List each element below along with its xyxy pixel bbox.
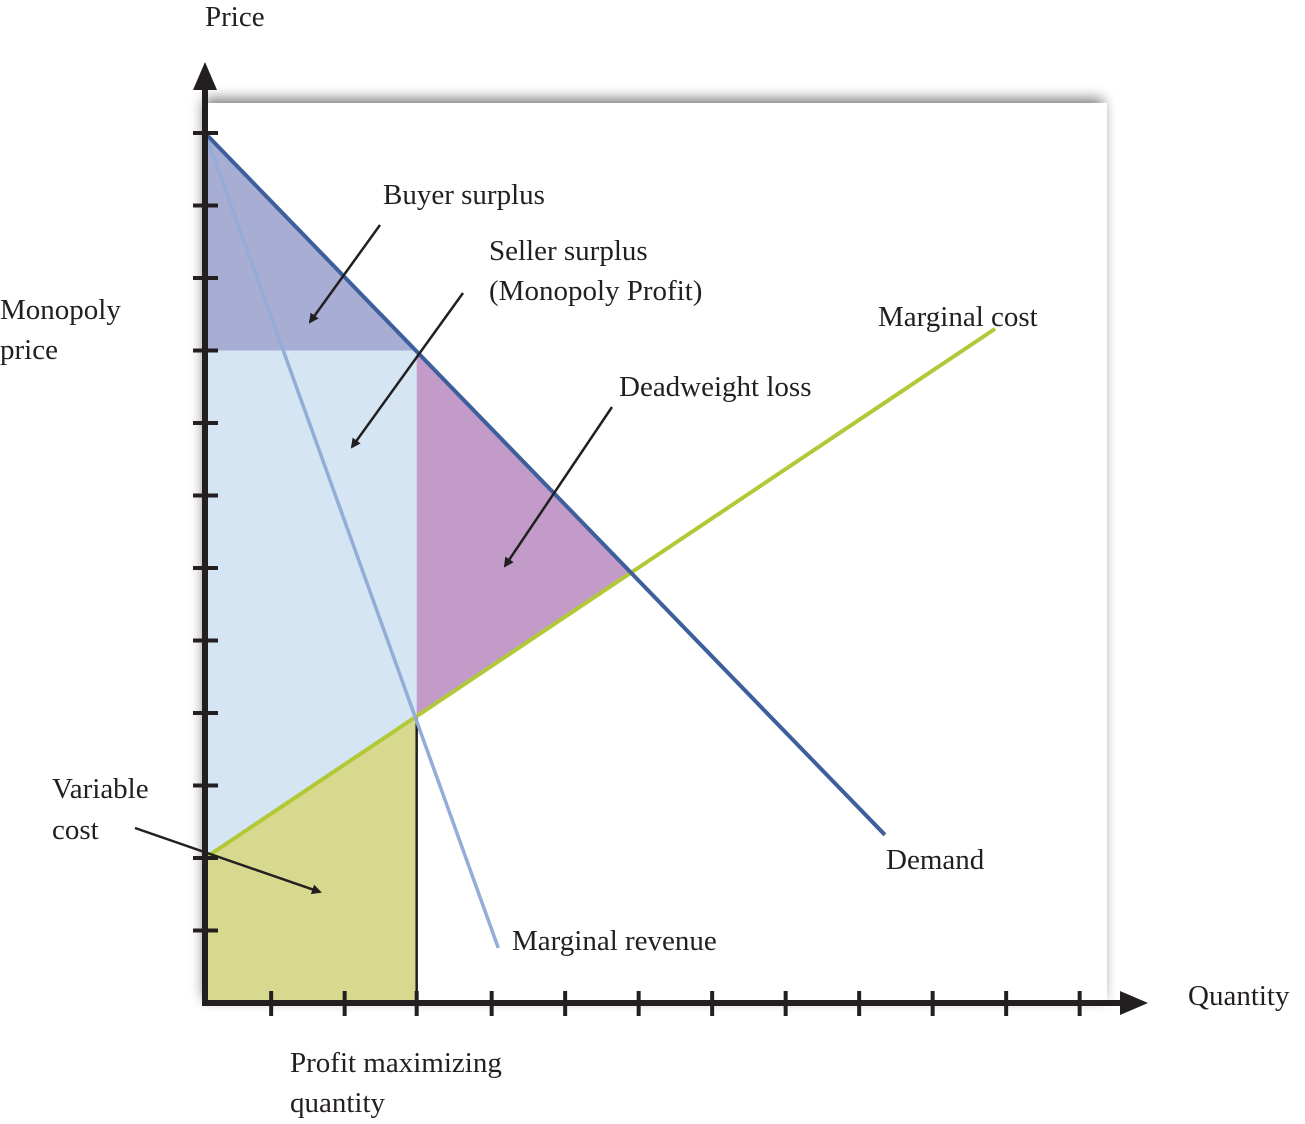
line-demand <box>203 131 887 837</box>
profit-quantity-label-2: quantity <box>290 1087 386 1119</box>
y-axis-arrow-icon <box>193 62 217 90</box>
x-axis-label: Quantity <box>1188 980 1290 1012</box>
x-axis-arrow-icon <box>1120 991 1148 1015</box>
marginal-cost-label: Marginal cost <box>878 301 1038 333</box>
monopoly-price-label-2: price <box>0 334 58 366</box>
region-deadweight-loss <box>416 350 632 716</box>
buyer-surplus-label: Buyer surplus <box>383 179 545 211</box>
seller-surplus-label-2: (Monopoly Profit) <box>489 275 703 307</box>
buyer-surplus-arrow <box>308 224 382 324</box>
region-variable-cost <box>205 715 417 1003</box>
demand-label: Demand <box>886 844 985 876</box>
region-seller-surplus-monopoly-profit <box>205 350 417 858</box>
line-marginal-cost <box>203 327 997 860</box>
variable-cost-label-2: cost <box>52 814 99 846</box>
line-marginal-revenue <box>203 132 500 949</box>
y-axis-label: Price <box>205 1 265 33</box>
seller-surplus-arrow <box>350 292 465 449</box>
marginal-revenue-label: Marginal revenue <box>512 925 717 957</box>
variable-cost-label: Variable <box>52 773 149 805</box>
monopoly-price-label: Monopoly <box>0 294 121 326</box>
seller-surplus-label: Seller surplus <box>489 235 648 267</box>
deadweight-loss-label: Deadweight loss <box>619 371 812 403</box>
profit-quantity-label: Profit maximizing <box>290 1047 502 1079</box>
variable-cost-arrow <box>134 826 322 895</box>
deadweight-loss-arrow <box>503 406 614 568</box>
